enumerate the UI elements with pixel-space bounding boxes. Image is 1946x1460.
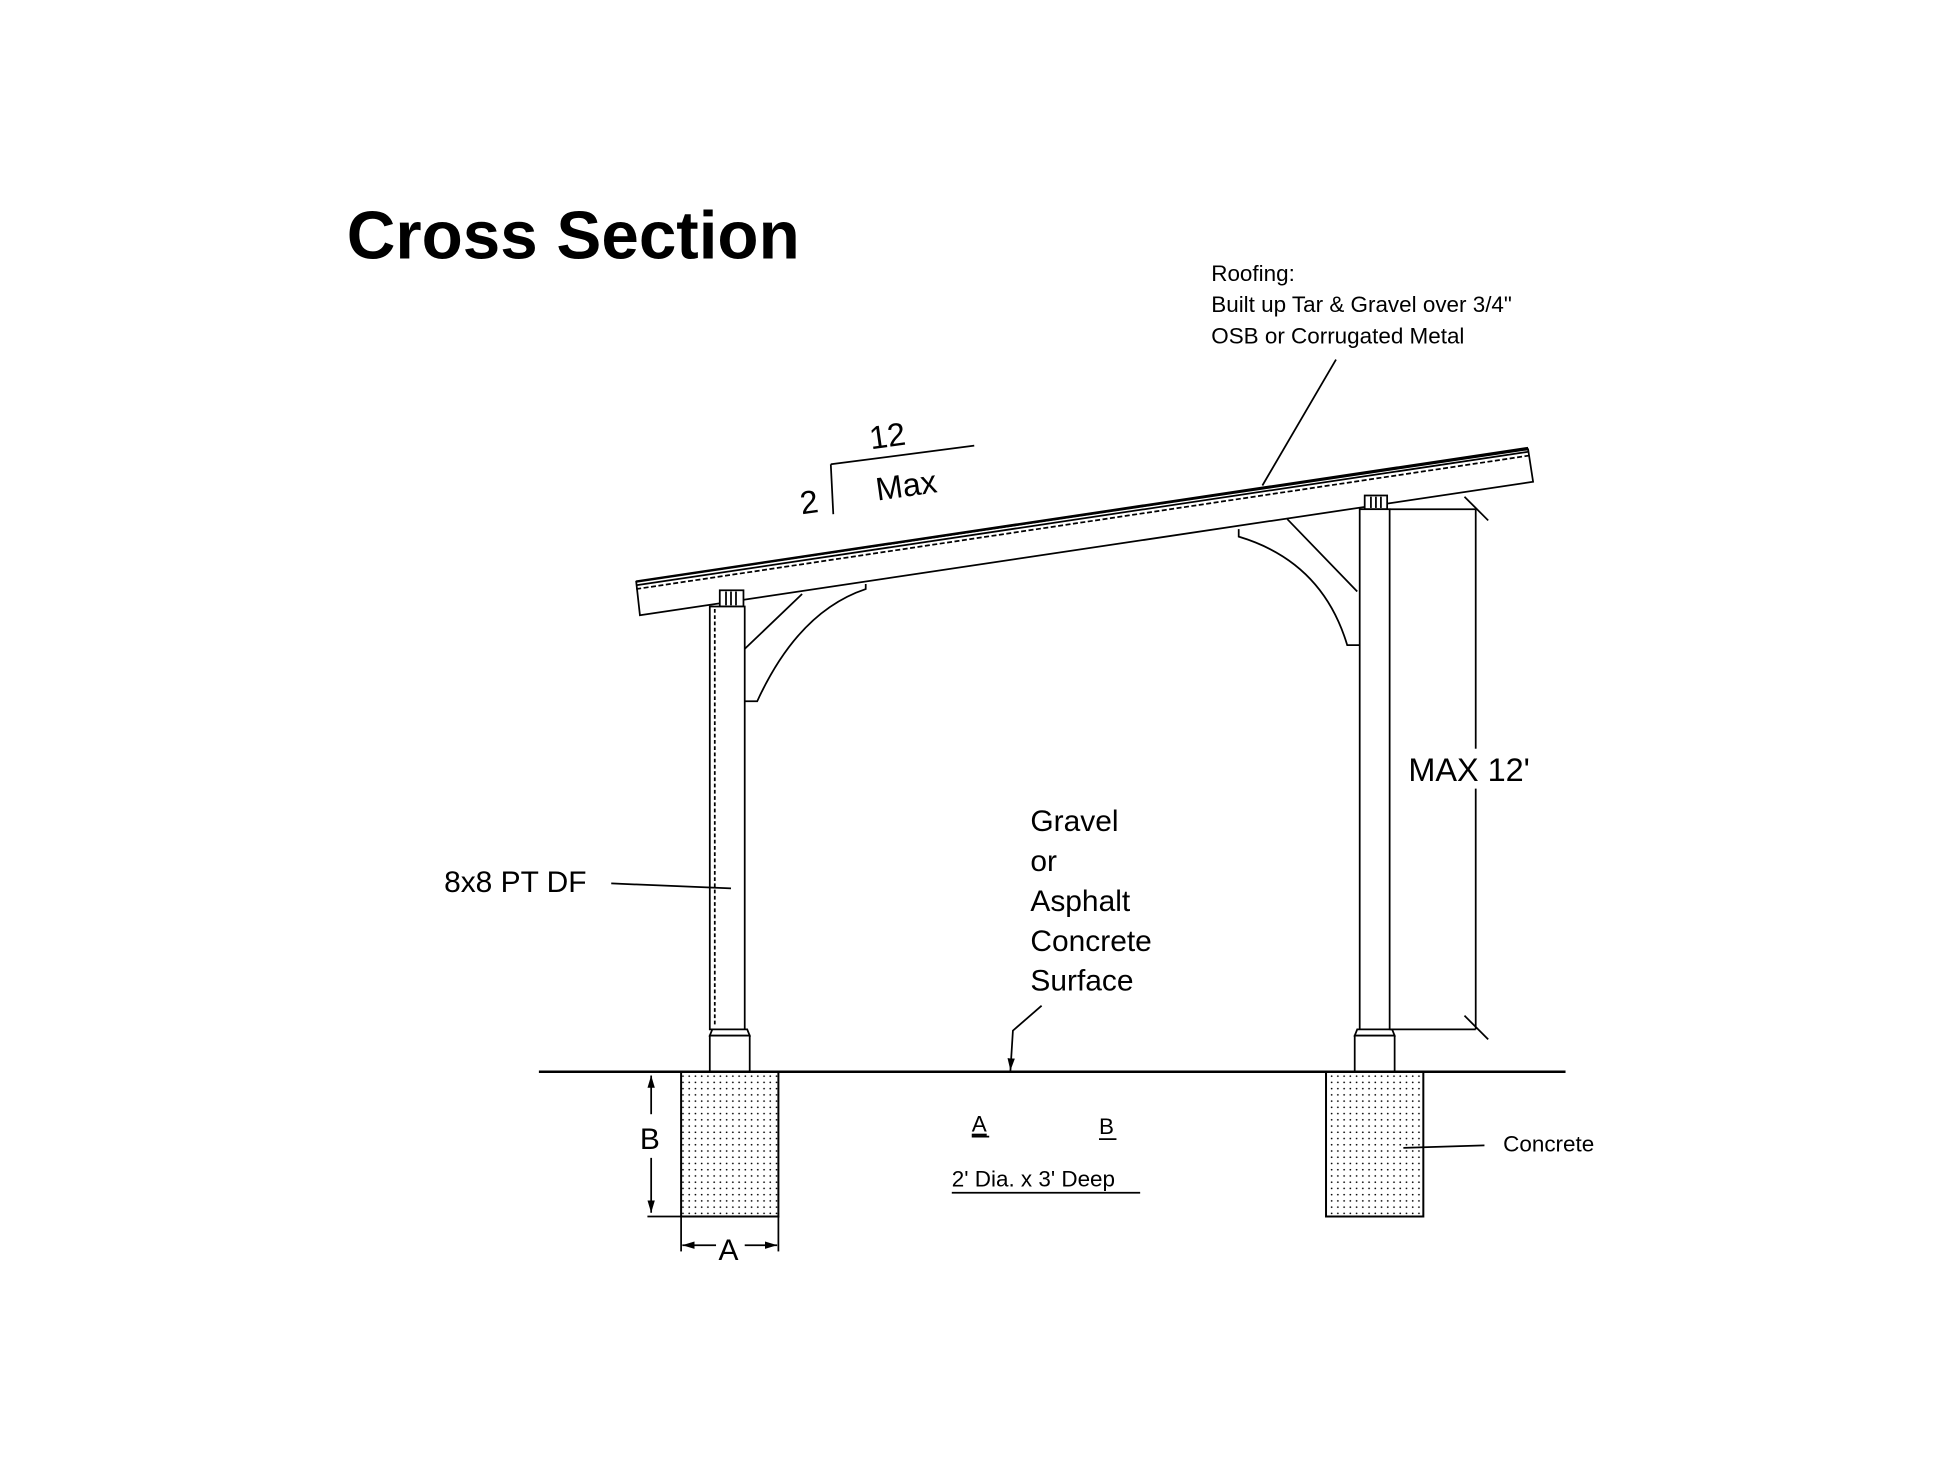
- surface-label-line: Asphalt: [1030, 885, 1130, 918]
- right-knee-brace: [1237, 518, 1360, 647]
- roofing-note: Roofing: Built up Tar & Gravel over 3/4"…: [1211, 261, 1512, 486]
- roofing-note-line: Built up Tar & Gravel over 3/4": [1211, 292, 1512, 317]
- left-knee-brace: [744, 584, 867, 703]
- surface-label-line: Surface: [1030, 965, 1133, 998]
- dim-a-label: A: [719, 1234, 739, 1267]
- right-post: [1353, 494, 1396, 1073]
- left-footing: [680, 1070, 780, 1218]
- footing-width-dimension: A: [680, 1216, 780, 1267]
- concrete-leader: [1403, 1144, 1485, 1149]
- footing-size-table: A B 2' Dia. x 3' Deep: [952, 1112, 1141, 1194]
- dim-b-label: B: [640, 1123, 660, 1156]
- max-height-label: MAX 12': [1408, 752, 1530, 788]
- surface-label-line: Concrete: [1030, 925, 1151, 958]
- pitch-run: 12: [867, 416, 908, 457]
- concrete-label: Concrete: [1503, 1132, 1594, 1157]
- pitch-qualifier: Max: [873, 463, 939, 507]
- roofing-leader: [1261, 359, 1337, 486]
- roof-pitch-symbol: 12 Max 2: [798, 416, 975, 521]
- post-label-leader: [611, 882, 732, 890]
- table-header-b: B: [1099, 1114, 1114, 1139]
- footing-depth-dimension: B: [640, 1075, 682, 1218]
- surface-label-line: or: [1030, 845, 1057, 878]
- surface-label: Gravel or Asphalt Concrete Surface: [1007, 805, 1152, 1071]
- height-dimension: MAX 12': [1389, 496, 1544, 1040]
- surface-label-line: Gravel: [1030, 805, 1118, 838]
- left-post: [708, 589, 751, 1073]
- table-header-a: A: [972, 1112, 987, 1137]
- drawing-title: Cross Section: [347, 198, 800, 273]
- roof-beam: [635, 446, 1535, 617]
- footing-size-value: 2' Dia. x 3' Deep: [952, 1167, 1115, 1192]
- right-footing: [1325, 1070, 1425, 1218]
- roofing-note-line: OSB or Corrugated Metal: [1211, 323, 1464, 348]
- pitch-rise: 2: [798, 483, 821, 521]
- roofing-note-line: Roofing:: [1211, 261, 1295, 286]
- post-label: 8x8 PT DF: [444, 866, 586, 899]
